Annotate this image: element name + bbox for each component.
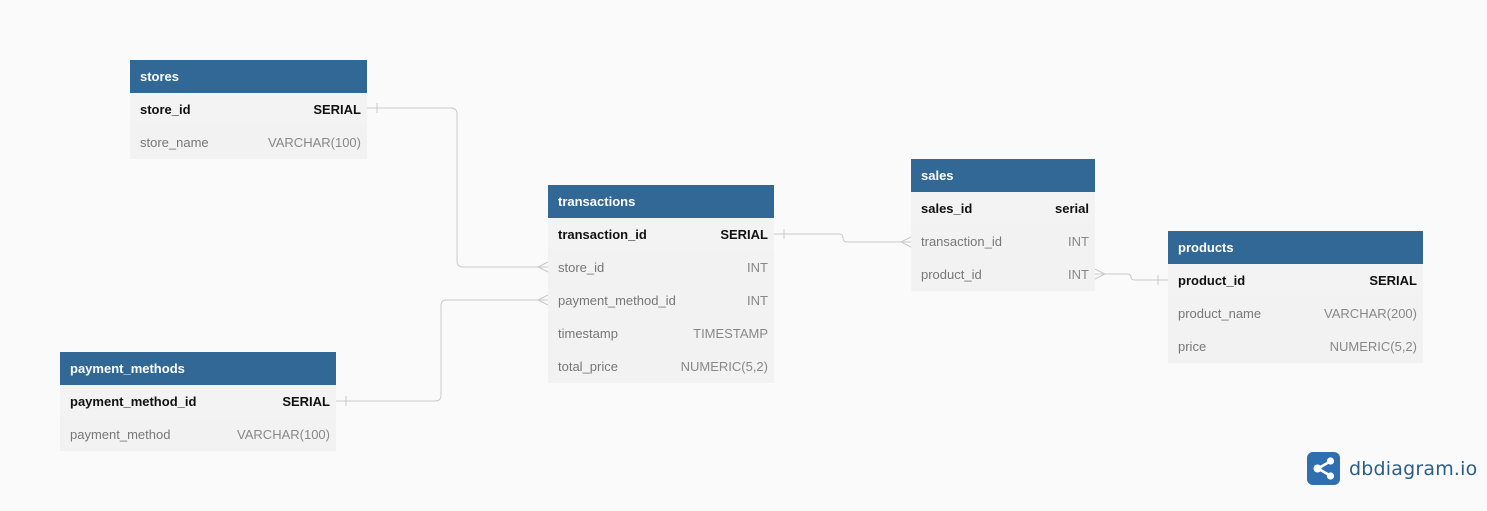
field-row-product-name[interactable]: product_name VARCHAR(200) bbox=[1168, 297, 1423, 330]
field-name: payment_method_id bbox=[558, 293, 676, 308]
field-name: timestamp bbox=[558, 326, 618, 341]
field-name: payment_method bbox=[70, 427, 171, 442]
table-header-products[interactable]: products bbox=[1168, 231, 1423, 264]
field-row-transaction-id[interactable]: transaction_id SERIAL bbox=[548, 218, 774, 251]
table-sales[interactable]: sales sales_id serial transaction_id INT… bbox=[911, 159, 1095, 291]
field-row-product-id[interactable]: product_id SERIAL bbox=[1168, 264, 1423, 297]
field-row-payment-method-id[interactable]: payment_method_id INT bbox=[548, 284, 774, 317]
field-type: VARCHAR(200) bbox=[1324, 306, 1417, 321]
field-name: store_id bbox=[558, 260, 605, 275]
field-row-store-id[interactable]: store_id SERIAL bbox=[130, 93, 367, 126]
field-row-payment-method[interactable]: payment_method VARCHAR(100) bbox=[60, 418, 336, 451]
field-row-price[interactable]: price NUMERIC(5,2) bbox=[1168, 330, 1423, 363]
field-name: store_id bbox=[140, 102, 191, 117]
relationship-products-sales[interactable] bbox=[1094, 268, 1168, 285]
table-header-sales[interactable]: sales bbox=[911, 159, 1095, 192]
field-row-payment-method-id[interactable]: payment_method_id SERIAL bbox=[60, 385, 336, 418]
field-row-timestamp[interactable]: timestamp TIMESTAMP bbox=[548, 317, 774, 350]
field-type: INT bbox=[1068, 234, 1089, 249]
field-name: product_id bbox=[921, 267, 982, 282]
logo-text: dbdiagram.io bbox=[1349, 457, 1478, 480]
field-row-product-id[interactable]: product_id INT bbox=[911, 258, 1095, 291]
dbdiagram-logo[interactable]: dbdiagram.io bbox=[1307, 452, 1477, 485]
field-name: total_price bbox=[558, 359, 618, 374]
field-row-transaction-id[interactable]: transaction_id INT bbox=[911, 225, 1095, 258]
field-type: INT bbox=[747, 260, 768, 275]
field-type: SERIAL bbox=[720, 227, 768, 242]
field-row-store-name[interactable]: store_name VARCHAR(100) bbox=[130, 126, 367, 159]
field-name: store_name bbox=[140, 135, 209, 150]
field-row-total-price[interactable]: total_price NUMERIC(5,2) bbox=[548, 350, 774, 383]
field-name: transaction_id bbox=[558, 227, 647, 242]
table-transactions[interactable]: transactions transaction_id SERIAL store… bbox=[548, 185, 774, 383]
relationship-transactions-sales[interactable] bbox=[774, 229, 912, 248]
table-products[interactable]: products product_id SERIAL product_name … bbox=[1168, 231, 1423, 363]
table-payment-methods[interactable]: payment_methods payment_method_id SERIAL… bbox=[60, 352, 336, 451]
field-type: INT bbox=[1068, 267, 1089, 282]
field-type: serial bbox=[1055, 201, 1089, 216]
table-header-stores[interactable]: stores bbox=[130, 60, 367, 93]
field-type: SERIAL bbox=[313, 102, 361, 117]
field-type: NUMERIC(5,2) bbox=[680, 359, 768, 374]
field-name: sales_id bbox=[921, 201, 973, 216]
field-row-store-id[interactable]: store_id INT bbox=[548, 251, 774, 284]
field-name: payment_method_id bbox=[70, 394, 197, 409]
field-type: VARCHAR(100) bbox=[268, 135, 361, 150]
table-header-payment-methods[interactable]: payment_methods bbox=[60, 352, 336, 385]
relationship-stores-transactions[interactable] bbox=[367, 103, 549, 273]
field-type: SERIAL bbox=[282, 394, 330, 409]
table-header-transactions[interactable]: transactions bbox=[548, 185, 774, 218]
table-stores[interactable]: stores store_id SERIAL store_name VARCHA… bbox=[130, 60, 367, 159]
field-row-sales-id[interactable]: sales_id serial bbox=[911, 192, 1095, 225]
field-name: product_id bbox=[1178, 273, 1246, 288]
field-name: product_name bbox=[1178, 306, 1262, 321]
field-type: SERIAL bbox=[1369, 273, 1417, 288]
field-type: TIMESTAMP bbox=[693, 326, 768, 341]
field-type: NUMERIC(5,2) bbox=[1329, 339, 1417, 354]
field-type: VARCHAR(100) bbox=[237, 427, 330, 442]
field-type: INT bbox=[747, 293, 768, 308]
field-name: transaction_id bbox=[921, 234, 1002, 249]
field-name: price bbox=[1178, 339, 1207, 354]
share-nodes-icon bbox=[1307, 452, 1340, 485]
relationship-payment-transactions[interactable] bbox=[336, 294, 549, 406]
